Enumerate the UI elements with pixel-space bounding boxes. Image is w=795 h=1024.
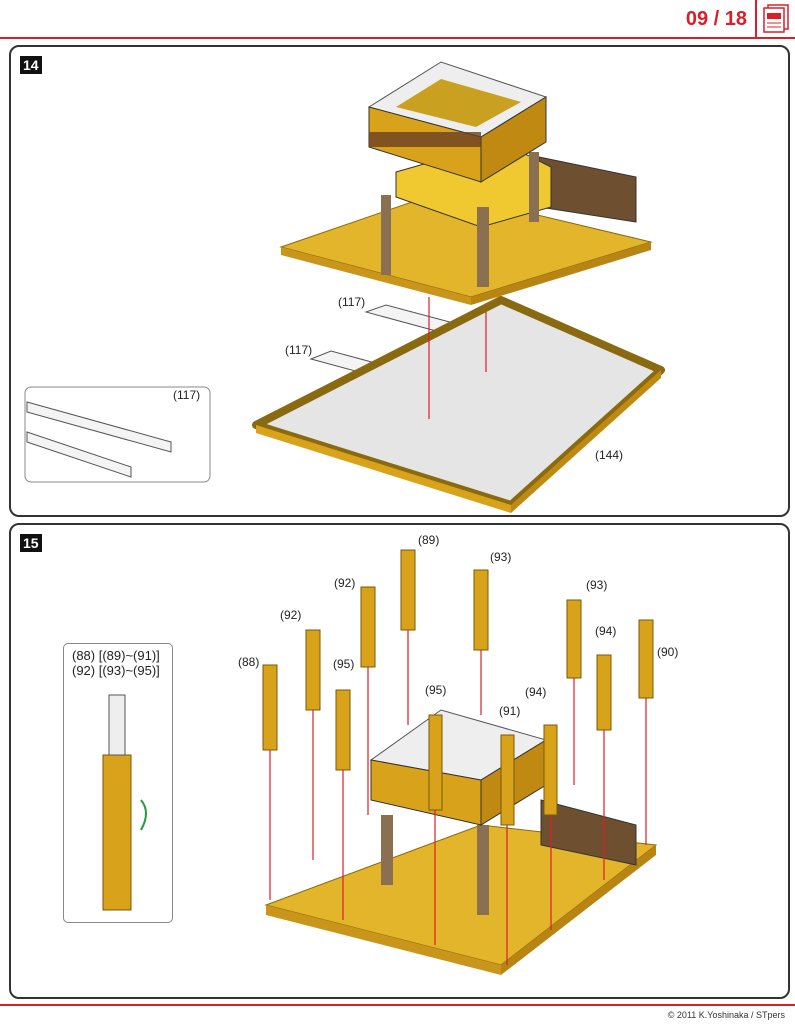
columns [262, 549, 654, 826]
assembly-arrows [428, 297, 487, 419]
step-number: 14 [20, 56, 42, 74]
step-15-panel: (89) (93) (92) (93) (92) (94) (90) (88) … [9, 523, 790, 999]
step-14-panel: (117) (117) (144) (117) 14 [9, 45, 790, 517]
part-label: (92) [334, 576, 355, 590]
note-line: (88) [(89)~(91)] [72, 648, 160, 663]
header-divider [755, 0, 757, 38]
copyright: © 2011 K.Yoshinaka / STpers [667, 1010, 785, 1020]
rotate-arrow-icon [140, 799, 147, 831]
part-label: (93) [586, 578, 607, 592]
part-label: (90) [657, 645, 678, 659]
step-15-illustration: (89) (93) (92) (93) (92) (94) (90) (88) … [102, 533, 678, 975]
part-label: (92) [280, 608, 301, 622]
column-detail [102, 754, 132, 911]
note-box: (88) [(89)~(91)] (92) [(93)~(95)] [63, 643, 173, 923]
assembly-arrows [269, 630, 647, 965]
part-label: (144) [595, 448, 623, 462]
part-label: (93) [490, 550, 511, 564]
document-icon[interactable] [763, 4, 789, 33]
part-label: (91) [499, 704, 520, 718]
note-line: (92) [(93)~(95)] [72, 663, 160, 678]
part-label: (94) [525, 685, 546, 699]
part-label: (117) [338, 295, 365, 309]
part-label: (89) [418, 533, 439, 547]
part-label: (117) [285, 343, 312, 357]
part-label: (95) [425, 683, 446, 697]
part-label: (94) [595, 624, 616, 638]
step-number: 15 [20, 534, 42, 552]
part-label: (88) [238, 655, 259, 669]
footer-rule [0, 1004, 795, 1006]
page-number: 09 / 18 [685, 8, 747, 30]
part-label: (117) [173, 388, 200, 402]
part-label: (95) [333, 657, 354, 671]
header-rule [0, 37, 795, 39]
step-14-illustration: (117) (117) (144) (117) [24, 61, 665, 513]
